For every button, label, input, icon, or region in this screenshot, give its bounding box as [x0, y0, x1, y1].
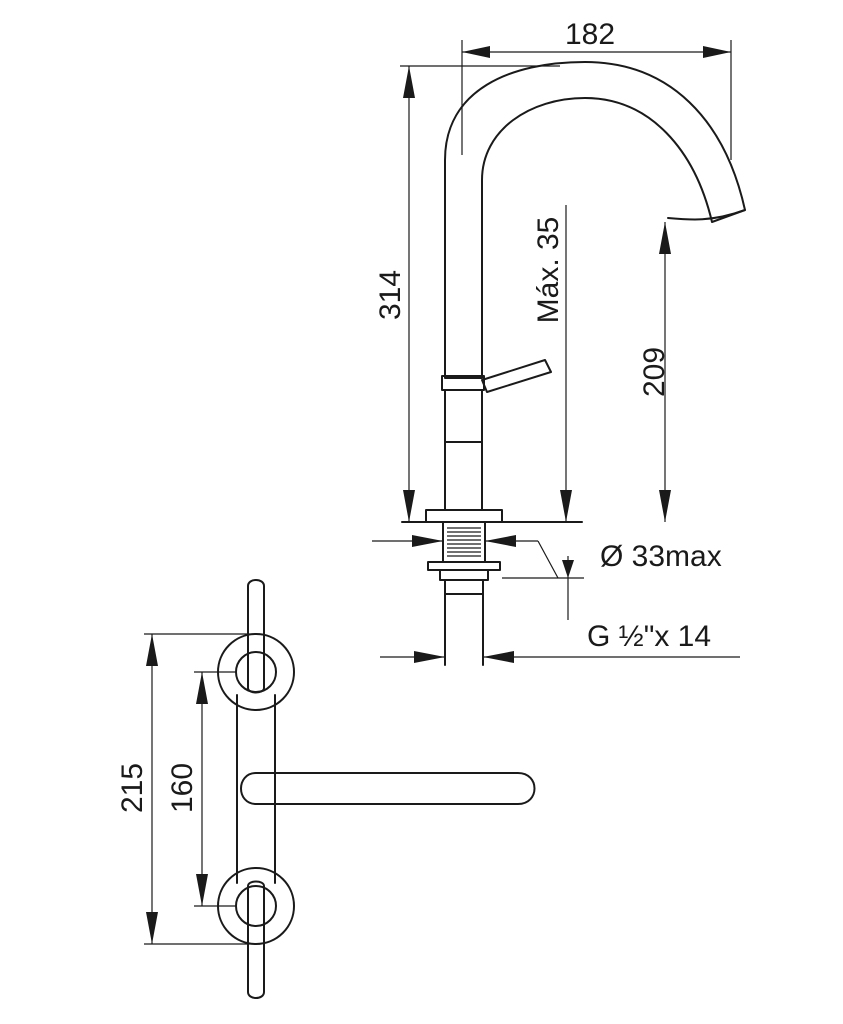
dim-182-label: 182 — [565, 18, 615, 51]
dim-209-label: 209 — [638, 347, 671, 397]
spout-top-view — [240, 772, 536, 805]
supply-pipe-stub — [444, 579, 484, 595]
dim-handle-span: 215 — [116, 633, 256, 945]
handle-bottom — [247, 880, 265, 999]
handle-top — [247, 579, 265, 694]
dim-160-label: 160 — [166, 763, 199, 813]
lock-nut — [439, 569, 489, 581]
dim-total-height: 314 — [374, 65, 560, 522]
escutcheon-top-inner — [235, 651, 277, 693]
dim-314-label: 314 — [374, 270, 407, 320]
dim-width-top: 182 — [461, 18, 732, 160]
body-upper — [444, 389, 483, 443]
lever-handle — [481, 359, 552, 393]
dim-215-label: 215 — [116, 763, 149, 813]
base-flange — [425, 509, 503, 523]
dim-max-thickness: Máx. 35 — [532, 205, 572, 522]
escutcheon-bottom-inner — [235, 885, 277, 927]
dim-spout-height: 209 — [638, 222, 671, 522]
spout-tip — [667, 209, 746, 221]
faucet-side-view — [401, 61, 746, 666]
dim-max35-label: Máx. 35 — [532, 217, 565, 324]
dim-thread: G ½"x 14 — [380, 620, 740, 663]
dim-center-span: 160 — [166, 671, 236, 907]
dim-thread-label: G ½"x 14 — [587, 620, 711, 653]
thread-lines — [447, 527, 481, 557]
faucet-top-view — [217, 579, 536, 999]
lock-washer — [427, 561, 501, 571]
body-lower — [444, 441, 483, 511]
dim-hole-diameter: Ø 33max — [372, 535, 722, 620]
dim-diameter-label: Ø 33max — [600, 540, 722, 573]
